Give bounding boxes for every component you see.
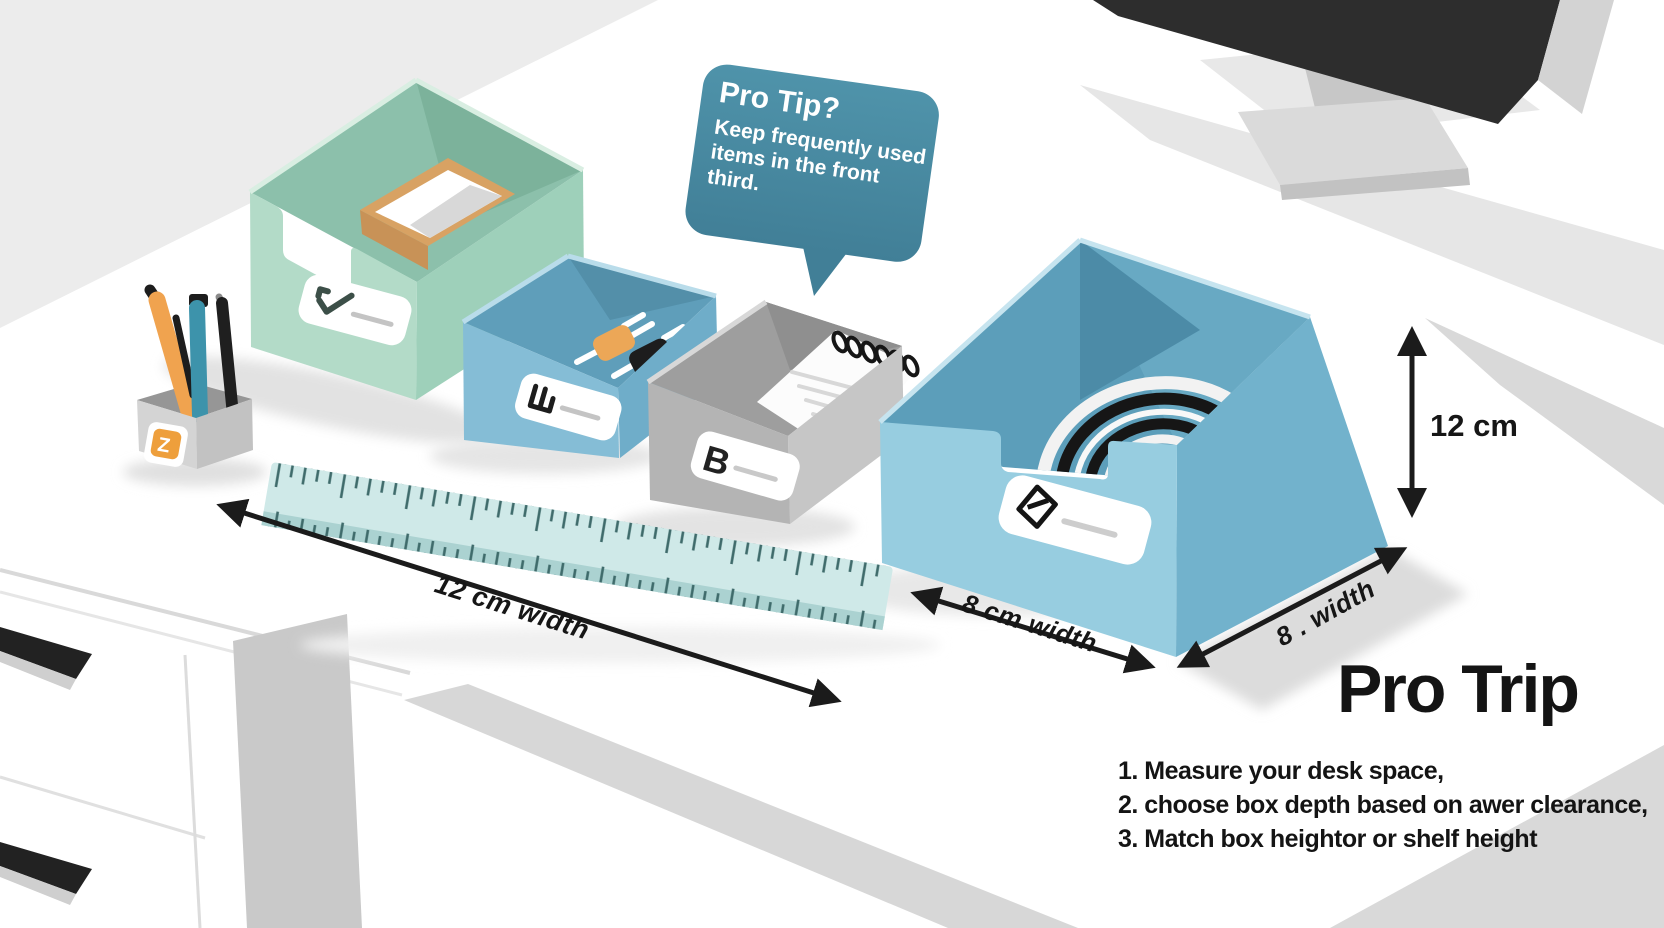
- blue-box-label: [515, 373, 622, 441]
- mint-box-label: [298, 274, 412, 346]
- box-depth-arrow: [1176, 547, 1408, 668]
- pen-cup: Z: [137, 284, 253, 469]
- tray-paper-shade: [410, 185, 502, 238]
- drawer-handle-bottom-shadow: [0, 866, 76, 905]
- check-icon: [315, 286, 355, 315]
- orange-pen-clip: [172, 314, 197, 399]
- big-box-label: [998, 475, 1152, 565]
- drawer-handle-bottom: [0, 842, 92, 894]
- pen-cup-label: Z: [143, 422, 188, 467]
- monitor: [1093, 0, 1614, 200]
- gray-box-right-face: [788, 346, 904, 524]
- label-dash: [1061, 518, 1118, 538]
- notepad-paper: [757, 330, 918, 458]
- tray-front: [360, 210, 428, 270]
- paper-tray: [360, 158, 515, 270]
- drawer-handle-top: [0, 627, 92, 679]
- tips-heading: Pro Trip: [1337, 651, 1580, 727]
- gray-box-label: B: [690, 431, 800, 501]
- label-dash: [559, 405, 601, 421]
- monitor-stand-base: [1238, 98, 1468, 185]
- big-box-interior-shade: [1080, 240, 1200, 400]
- teal-pen: [189, 300, 208, 423]
- bars-icon: [527, 383, 556, 414]
- label-dash: [350, 311, 394, 327]
- desk-edge-band-right: [1425, 318, 1664, 505]
- tip-item-3: 3. Match box heightor or shelf height: [1118, 825, 1538, 853]
- mint-box-right-face: [416, 170, 584, 400]
- pen-cup-front-right: [196, 399, 253, 469]
- ruler-width-arrow: [216, 498, 842, 708]
- pencil-icon: [150, 428, 182, 460]
- speech-bubble: [685, 64, 939, 296]
- floor-corner: [1330, 745, 1664, 928]
- big-rim-highlight-2: [1079, 237, 1311, 320]
- blue-box-interior-shade: [568, 256, 716, 320]
- label-dash: [733, 465, 778, 482]
- desk-front-shadow-band: [404, 684, 1078, 928]
- tip-item-2: 2. choose box depth based on awer cleara…: [1118, 791, 1648, 819]
- shadow-mint-box: [163, 356, 497, 444]
- black-pen: [216, 297, 239, 421]
- drawer-side-line: [183, 654, 202, 928]
- box-height-label: 12 cm: [1430, 408, 1518, 443]
- drawer-handle-top-shadow: [0, 651, 76, 690]
- blue-rim-highlight-2: [567, 253, 717, 299]
- drawer-unit: [0, 568, 411, 928]
- mint-rim-highlight-2: [414, 77, 585, 173]
- pens: [144, 284, 239, 424]
- dimension-arrows: [216, 326, 1427, 708]
- speech-bubble-body: [685, 64, 939, 262]
- pen-cup-letter: Z: [156, 434, 172, 458]
- box-width-arrow: [910, 586, 1156, 674]
- gray-rim-highlight: [646, 299, 768, 385]
- tip-item-1: 1. Measure your desk space,: [1118, 757, 1444, 785]
- mint-box: [248, 77, 585, 400]
- big-rim-highlight: [878, 238, 1082, 424]
- monitor-stand-base-edge: [1280, 168, 1470, 200]
- gray-box: B: [646, 299, 920, 524]
- desk-shadow-band-right: [1080, 85, 1664, 345]
- monitor-screen: [1093, 0, 1560, 124]
- shadow-pen-cup: [123, 458, 267, 486]
- blue-rim-highlight: [461, 253, 570, 325]
- mint-rim-highlight: [248, 77, 418, 195]
- gem-icon: [1016, 484, 1058, 529]
- monitor-frame-edge: [1538, 0, 1614, 114]
- orange-pen: [148, 291, 199, 424]
- drawer-side-panel: [233, 614, 362, 928]
- drawer-divider: [0, 775, 206, 840]
- orange-plug: [593, 325, 635, 361]
